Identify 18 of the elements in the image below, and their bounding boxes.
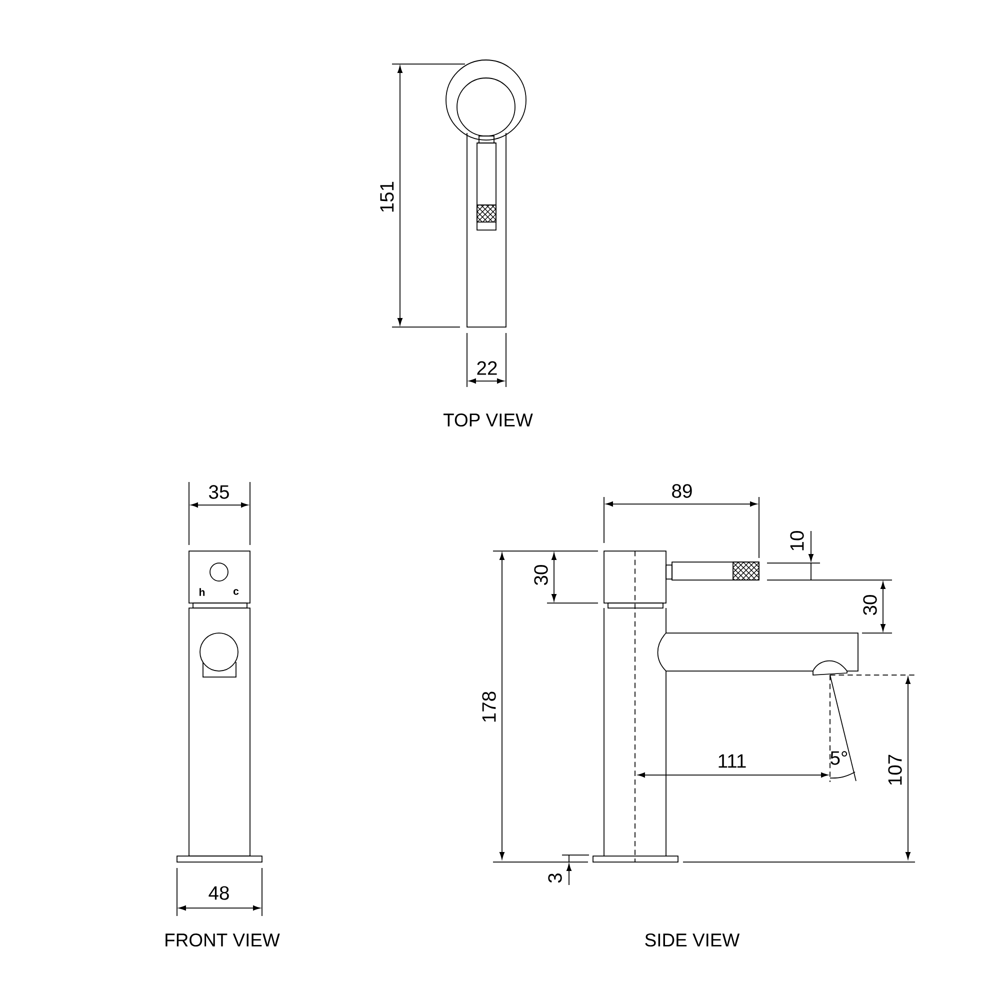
dimension-label: 5° [830,751,848,765]
dimension-label: 3 [548,874,562,883]
dimension-label: 48 [208,886,229,900]
view-title: SIDE VIEW [645,934,740,947]
view-title: FRONT VIEW [166,934,280,947]
dimension-label: 178 [482,692,496,722]
dimension-label: 10 [790,531,804,550]
dimension-label: 22 [477,361,497,375]
view-title: TOP VIEW [443,413,533,427]
marking-letter: h [200,588,205,596]
dimension-label: 30 [534,565,548,586]
dimension-label: 30 [863,595,877,616]
dimension-label: 89 [672,484,692,498]
dimension-label: 35 [209,485,229,499]
dimension-label: 107 [888,754,902,785]
dimension-label: 151 [380,182,394,212]
marking-letter: c [233,589,239,595]
dimension-label: 111 [718,754,746,768]
